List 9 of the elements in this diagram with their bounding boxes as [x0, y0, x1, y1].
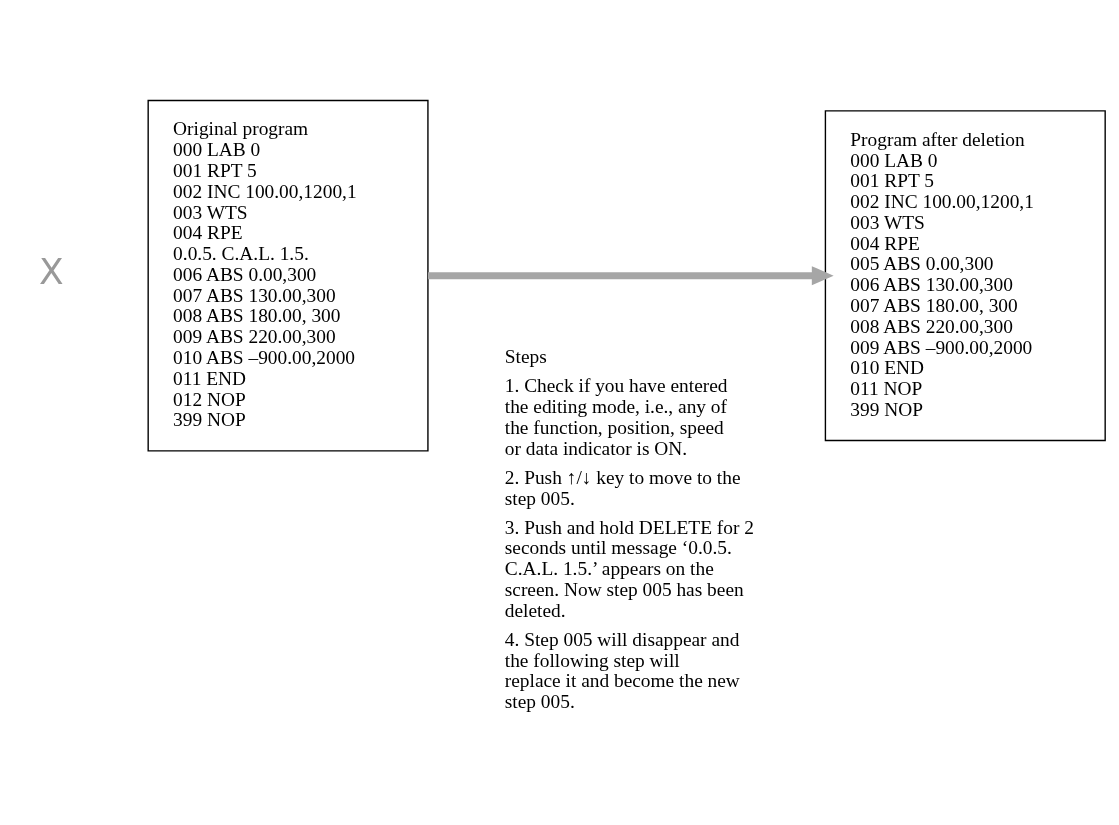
- label: 2. Push ↑/↓ key to move to the step 005.: [504, 466, 741, 509]
- node-box: Program after deletion 000 LAB 0 001 RPT 5 002 INC 100.00,1200,1 003 WTS 004 RPE 005 ABS 0.00,300 006 ABS 130.00,300 007 ABS 180.00, 300 008 ABS 220.00,300 009 ABS –900.00,2000 010 END 011 NOP 399 NOP: [824, 110, 1106, 442]
- node-box: Original program 000 LAB 0 001 RPT 5 002 INC 100.00,1200,1 003 WTS 004 RPE 0.0.5. C.A.L. 1.5. 006 ABS 0.00,300 007 ABS 130.00,300 008 ABS 180.00, 300 009 ABS 220.00,300 010 ABS –900.00,2000 011 END 012 NOP 399 NOP: [147, 99, 429, 452]
- label: Steps: [504, 346, 547, 368]
- label: 3. Push and hold DELETE for 2 seconds until message ‘0.0.5. C.A.L. 1.5.’ appears on the screen. Now step 005 has been deleted.: [504, 516, 754, 621]
- label: X: [38, 251, 64, 293]
- arrow: [427, 266, 834, 286]
- label: 4. Step 005 will disappear and the following step will replace it and become the new step 005.: [504, 628, 740, 713]
- label: 1. Check if you have entered the editing mode, i.e., any of the function, position, speed or data indicator is ON.: [504, 375, 728, 459]
